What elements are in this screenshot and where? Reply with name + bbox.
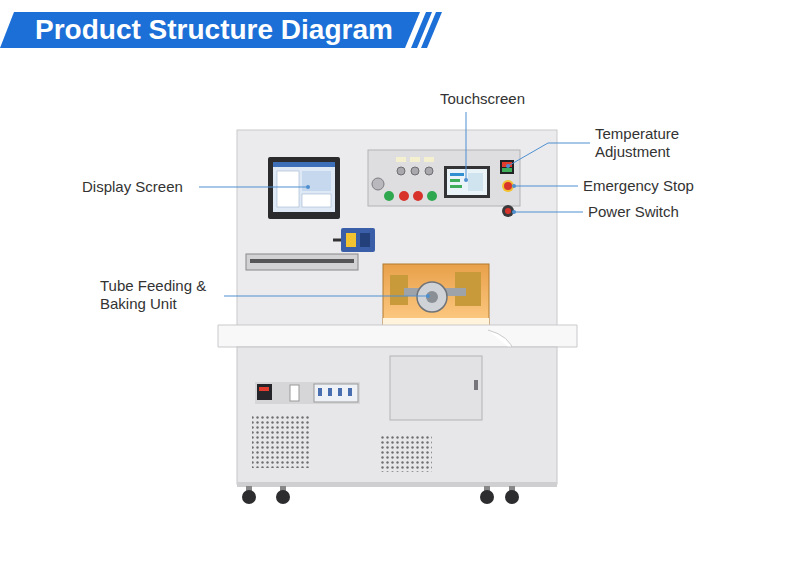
leader-line — [508, 143, 590, 166]
connector-module — [346, 233, 356, 247]
touchscreen-panel — [468, 173, 483, 191]
power-switch-knob — [505, 208, 511, 214]
display-monitor — [302, 171, 331, 191]
title-banner — [421, 12, 442, 48]
control-panel — [411, 167, 419, 175]
tube-feeding-unit — [383, 264, 489, 330]
title-text: Product Structure Diagram — [35, 12, 393, 48]
leader-dot — [512, 184, 516, 188]
callout-label: Power Switch — [588, 203, 679, 221]
touchscreen-panel — [450, 185, 462, 188]
lower-cabinet — [290, 385, 299, 401]
connector-module — [333, 239, 341, 242]
leader-dot — [512, 210, 516, 214]
tube-feeding-unit — [383, 264, 489, 330]
caster-wheels — [480, 490, 494, 504]
lower-cabinet — [338, 388, 342, 396]
leader-dot — [506, 164, 510, 168]
lower-cabinet — [237, 347, 557, 484]
control-panel — [372, 178, 384, 190]
lower-cabinet — [314, 384, 358, 402]
lower-cabinet — [474, 380, 478, 390]
control-panel — [397, 167, 405, 175]
handle-bar — [250, 259, 354, 263]
lower-cabinet — [380, 434, 432, 472]
control-panel — [396, 157, 406, 162]
lower-cabinet — [348, 388, 352, 396]
title-banner — [0, 12, 442, 48]
control-panel — [399, 191, 409, 201]
callout-label: Display Screen — [82, 178, 183, 196]
control-panel — [424, 157, 434, 162]
power-switch-knob — [502, 205, 514, 217]
callout-label: Tube Feeding & Baking Unit — [100, 277, 220, 313]
leader-line — [224, 296, 428, 297]
title-banner — [0, 12, 420, 48]
touchscreen-panel — [444, 166, 490, 198]
display-monitor — [277, 171, 299, 207]
control-panel — [368, 150, 520, 206]
emergency-stop-button — [504, 182, 512, 190]
leader-dot — [426, 294, 430, 298]
touchscreen-panel — [444, 166, 490, 198]
caster-wheels — [505, 490, 519, 504]
handle-bar — [246, 254, 358, 270]
caster-wheels — [242, 490, 256, 504]
lower-cabinet — [259, 387, 269, 391]
leader-line — [514, 186, 578, 187]
callout-label: Emergency Stop — [583, 177, 694, 195]
tube-feeding-unit — [417, 282, 447, 312]
lower-cabinet — [390, 356, 482, 420]
leader-line — [514, 212, 583, 213]
display-monitor — [273, 162, 335, 167]
connector-module — [333, 228, 375, 252]
lower-cabinet — [328, 388, 332, 396]
caster-wheels — [242, 486, 519, 504]
control-panel — [427, 191, 437, 201]
leader-dot — [464, 178, 468, 182]
callout-label: Touchscreen — [440, 90, 525, 108]
caster-wheels — [276, 490, 290, 504]
leader-dot — [306, 164, 516, 298]
display-monitor — [268, 157, 340, 219]
control-panel — [368, 150, 520, 206]
machine-upper-panel — [237, 130, 557, 326]
lower-cabinet — [257, 384, 272, 400]
touchscreen-panel — [450, 173, 464, 176]
handle-bar — [246, 254, 358, 270]
work-shelf — [218, 325, 577, 347]
lower-cabinet — [252, 414, 310, 468]
leader-line — [199, 187, 308, 188]
lower-cabinet — [318, 388, 322, 396]
leader-line — [466, 112, 467, 180]
control-panel — [425, 167, 433, 175]
touchscreen-panel — [450, 179, 460, 182]
touchscreen-panel — [447, 169, 487, 195]
connector-module — [360, 233, 370, 247]
callout-label: Temperature Adjustment — [595, 125, 707, 161]
control-panel — [413, 191, 423, 201]
temperature-controller — [500, 160, 514, 174]
control-panel — [410, 157, 420, 162]
power-switch-knob — [502, 205, 514, 217]
leader-line — [199, 112, 590, 296]
temperature-controller — [502, 168, 512, 172]
leader-dot — [306, 185, 310, 189]
display-monitor — [268, 157, 340, 219]
lower-cabinet — [255, 382, 360, 404]
connector-module — [341, 228, 375, 252]
machine-upper-panel — [237, 130, 557, 326]
control-panel — [384, 191, 394, 201]
temperature-controller — [500, 160, 514, 174]
display-monitor — [302, 194, 331, 207]
lower-cabinet — [237, 347, 557, 487]
tube-feeding-unit — [426, 291, 438, 303]
